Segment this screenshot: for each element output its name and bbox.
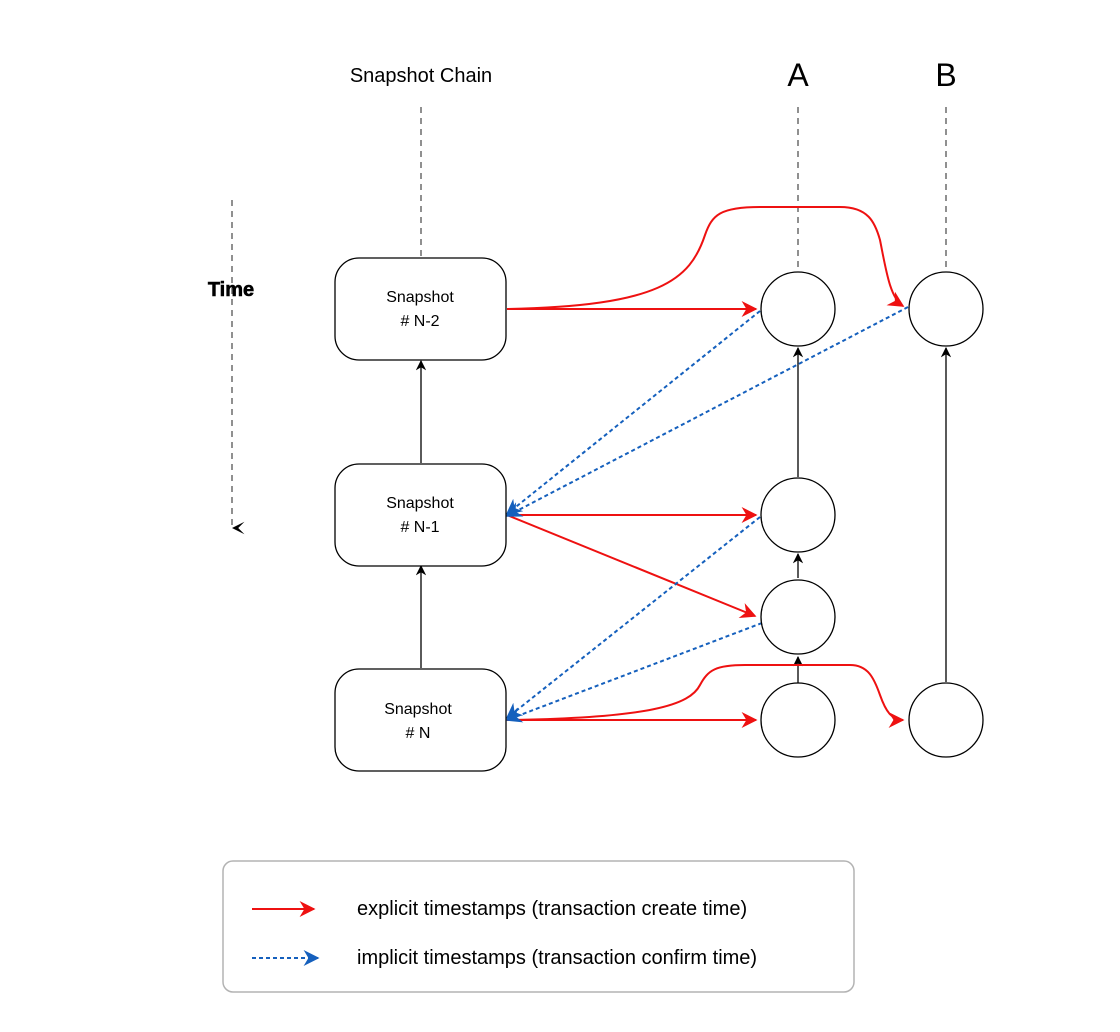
explicit-arrow-n2-to-b1 <box>506 206 905 310</box>
snapshot-n-2-line2: # N-2 <box>400 313 439 330</box>
legend-box <box>222 860 855 993</box>
explicit-arrow-n-to-b2 <box>506 664 905 728</box>
time-label: Time <box>208 279 254 301</box>
snapshot-n-line2: # N <box>406 725 431 742</box>
snapshot-n-1-line1: Snapshot <box>386 495 454 512</box>
explicit-arrow-n1-to-a3 <box>506 514 757 618</box>
snapshot-n-2-line1: Snapshot <box>386 289 454 306</box>
account-b-tx-node-1 <box>908 271 984 347</box>
account-b-tx-node-2 <box>908 682 984 758</box>
implicit-arrow-a2-to-n <box>505 516 761 719</box>
snapshot-n-line1: Snapshot <box>384 701 452 718</box>
snapshot-n-1-line2: # N-1 <box>400 519 439 536</box>
legend: explicit timestamps (transaction create … <box>222 860 855 993</box>
legend-implicit-label: implicit timestamps (transaction confirm… <box>357 947 757 969</box>
snapshot-box-n: Snapshot # N <box>334 668 507 772</box>
account-a-tx-node-3 <box>760 579 836 655</box>
implicit-arrow-a3-to-n <box>505 622 763 723</box>
implicit-arrow-b1-to-n1 <box>505 306 909 517</box>
account-b-header: B <box>935 57 956 93</box>
account-a-tx-node-1 <box>760 271 836 347</box>
account-a-header: A <box>787 57 809 93</box>
legend-explicit-label: explicit timestamps (transaction create … <box>357 898 747 920</box>
implicit-arrow-a1-to-n1 <box>505 310 761 516</box>
account-a-tx-node-4 <box>760 682 836 758</box>
snapshot-chain-header: Snapshot Chain <box>350 65 492 87</box>
snapshot-box-n-1: Snapshot # N-1 <box>334 463 507 567</box>
account-a-tx-node-2 <box>760 477 836 553</box>
snapshot-box-n-2: Snapshot # N-2 <box>334 257 507 361</box>
